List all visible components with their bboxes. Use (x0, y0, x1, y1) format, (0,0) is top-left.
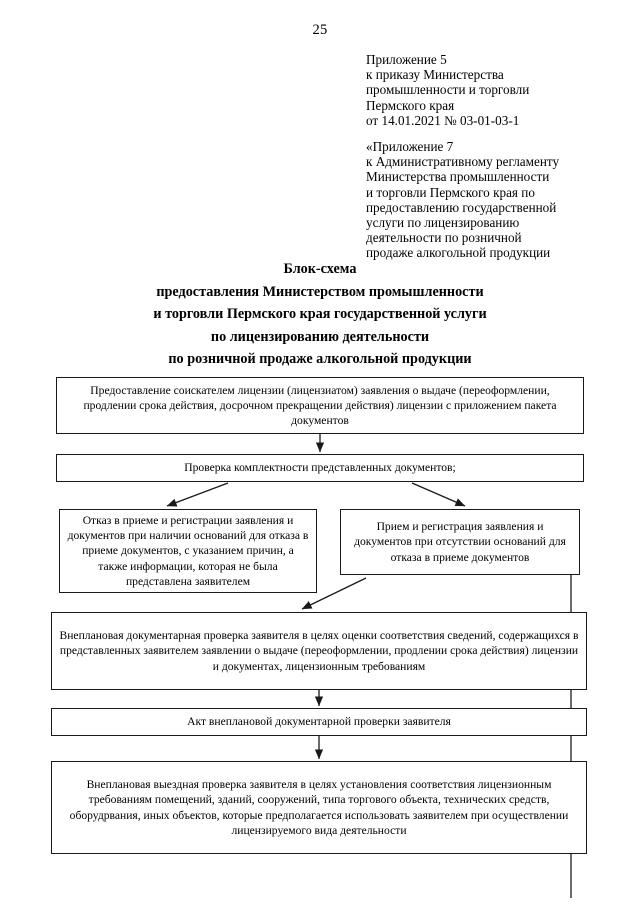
page-title: Блок-схема предоставления Министерством … (40, 258, 600, 371)
page-title-line-1: Блок-схема (283, 261, 357, 277)
flow-node-acceptance: Прием и регистрация заявления и документ… (340, 509, 580, 575)
page-title-line-4: по лицензированию деятельности (210, 328, 430, 345)
regulation-reference-line-4: и торговли Пермского края по (366, 184, 535, 200)
flow-node-desk-check: Внеплановая документарная проверка заяви… (51, 612, 587, 690)
regulation-reference-line-5: предоставлению государственной (366, 199, 557, 215)
flow-node-refusal: Отказ в приеме и регистрации заявления и… (59, 509, 317, 593)
flow-node-desk-check-label: Внеплановая документарная проверка заяви… (59, 629, 579, 673)
regulation-reference-line-3: Министерства промышленности (366, 169, 550, 185)
flow-node-desk-act: Акт внеплановой документарной проверки з… (51, 708, 587, 736)
connector-completeness-to-acceptance (411, 482, 466, 507)
regulation-reference-block: «Приложение 7 к Административному реглам… (366, 139, 628, 261)
appendix-reference-block: Приложение 5 к приказу Министерства пром… (366, 52, 628, 128)
regulation-reference-line-2: к Административному регламенту (366, 154, 560, 170)
flow-node-desk-act-label: Акт внеплановой документарной проверки з… (187, 715, 451, 729)
appendix-reference-line-2: к приказу Министерства (366, 67, 504, 83)
flow-node-application: Предоставление соискателем лицензии (лиц… (56, 377, 584, 434)
page-title-line-2: предоставления Министерством промышленно… (156, 283, 484, 300)
flow-node-application-label: Предоставление соискателем лицензии (лиц… (83, 383, 557, 428)
flow-node-field-check: Внеплановая выездная проверка заявителя … (51, 761, 587, 854)
flow-node-field-check-label: Внеплановая выездная проверка заявителя … (69, 778, 569, 837)
appendix-reference-line-3: промышленности и торговли (366, 82, 530, 98)
appendix-reference-line-1: Приложение 5 (366, 52, 447, 67)
flow-node-completeness: Проверка комплектности представленных до… (56, 454, 584, 482)
flow-node-refusal-label: Отказ в приеме и регистрации заявления и… (67, 514, 309, 588)
page-title-line-3: и торговли Пермского края государственно… (153, 306, 487, 323)
flow-node-completeness-label: Проверка комплектности представленных до… (184, 461, 456, 475)
appendix-reference-line-5: от 14.01.2021 № 03-01-03-1 (366, 112, 520, 128)
regulation-reference-line-8: продаже алкогольной продукции (366, 245, 551, 261)
connector-completeness-to-refusal (166, 482, 229, 507)
page-title-line-5: по розничной продаже алкогольной продукц… (168, 351, 472, 368)
regulation-reference-line-6: услуги по лицензированию (366, 215, 520, 231)
page-number: 25 (312, 22, 328, 38)
appendix-reference-line-4: Пермского края (366, 97, 455, 113)
flow-node-acceptance-label: Прием и регистрация заявления и документ… (354, 520, 566, 564)
regulation-reference-line-1: «Приложение 7 (366, 139, 454, 154)
regulation-reference-line-7: деятельности по розничной (366, 230, 522, 246)
